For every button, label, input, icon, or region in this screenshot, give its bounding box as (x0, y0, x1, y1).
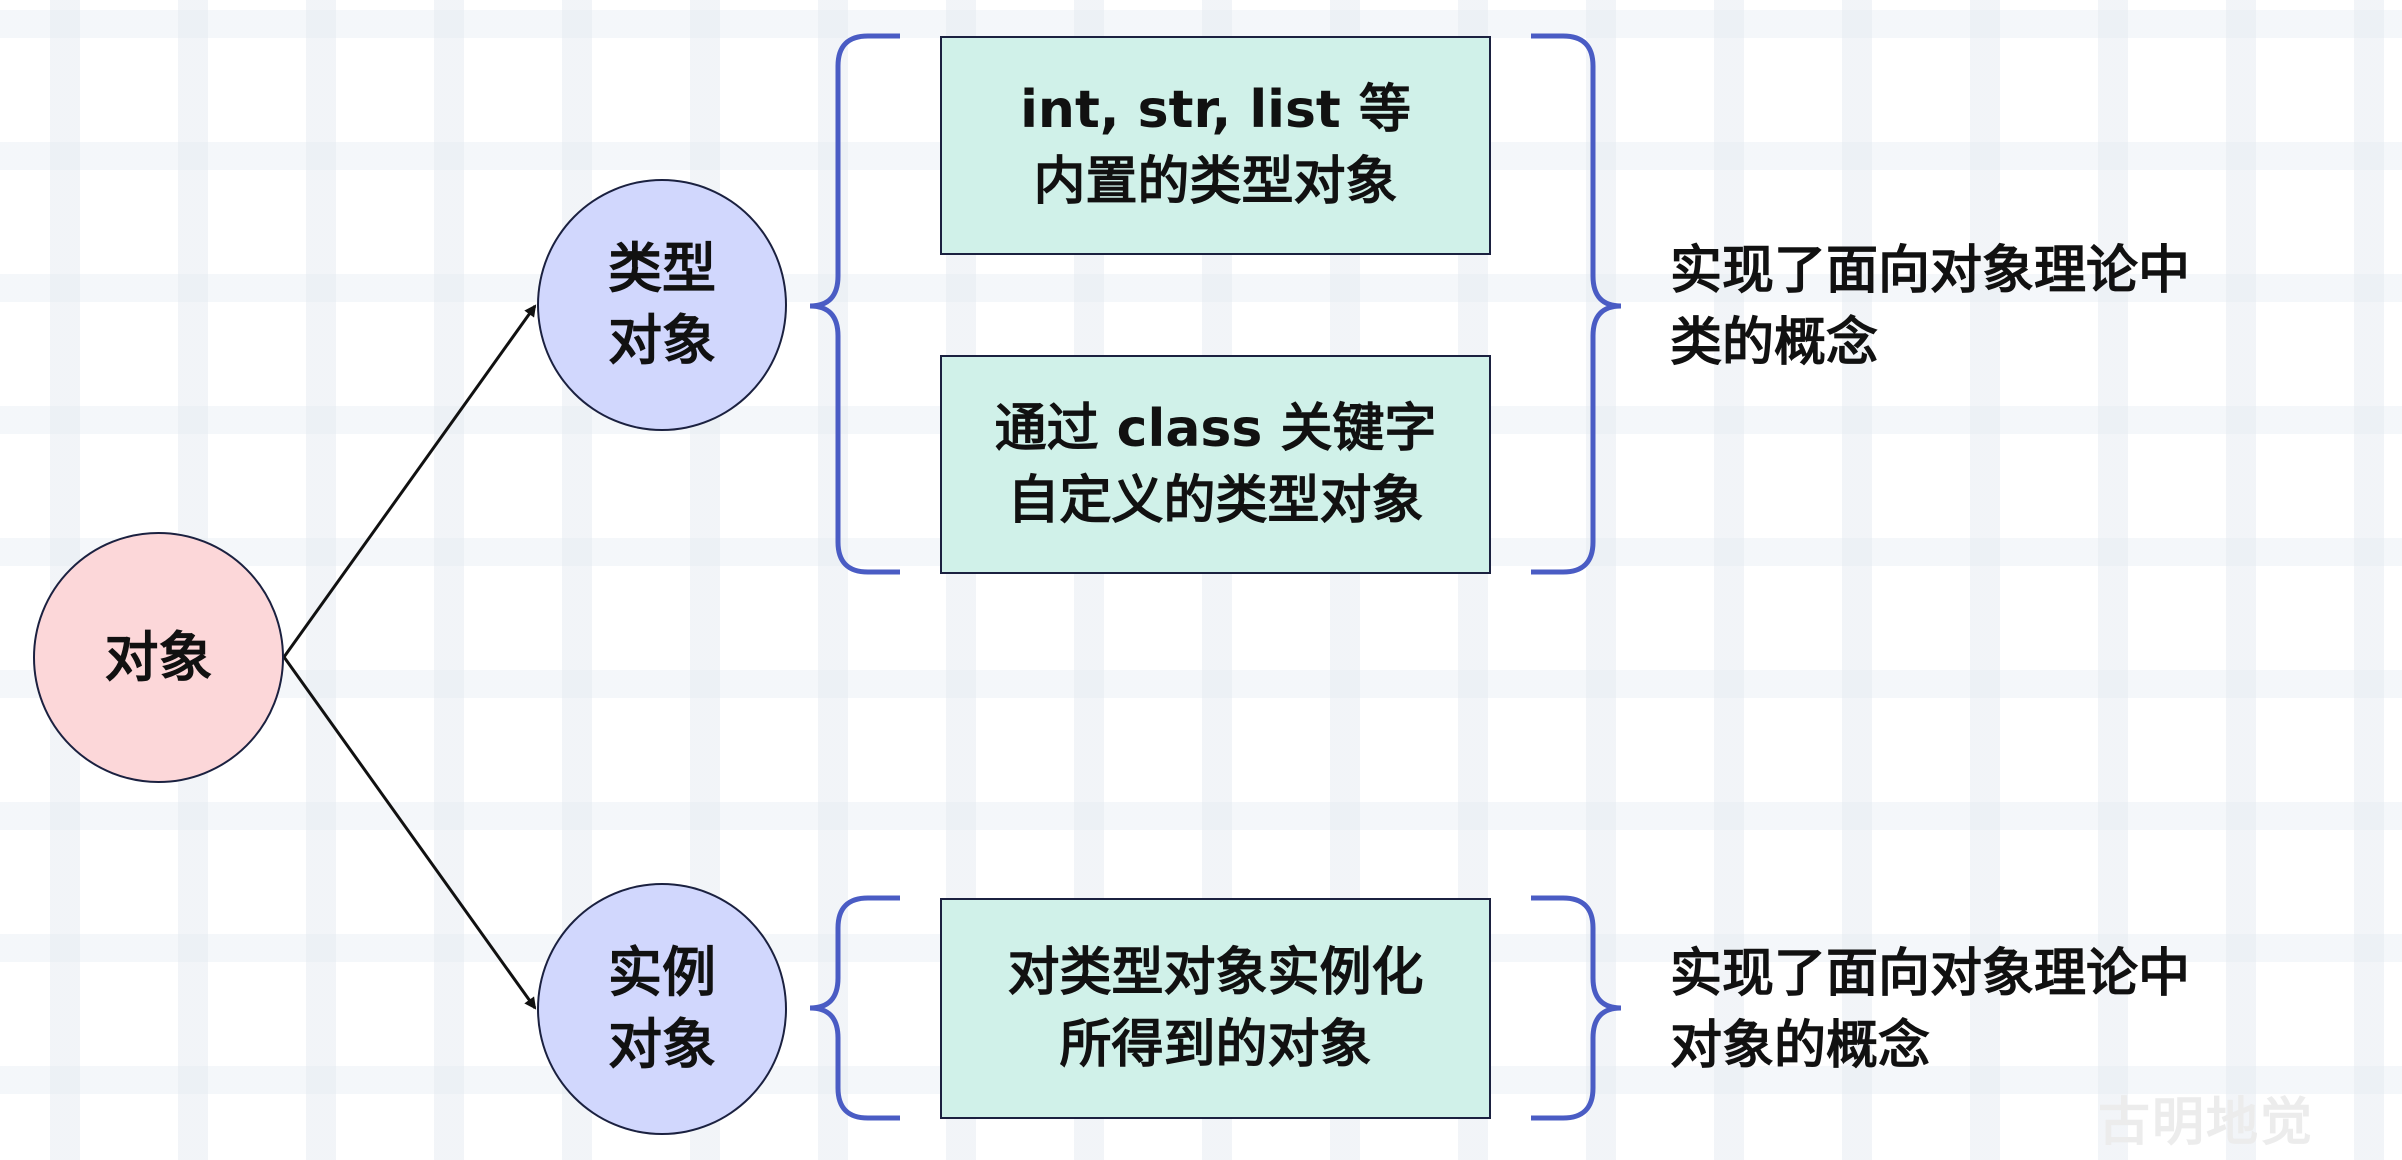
type-object-node: 类型 对象 (537, 179, 787, 431)
left-brace-instance (809, 895, 900, 1121)
right-brace-type (1531, 33, 1622, 575)
class-defined-types-box: 通过 class 关键字 自定义的类型对象 (940, 355, 1491, 574)
object-concept-note: 实现了面向对象理论中 对象的概念 (1670, 944, 2191, 1076)
instantiated-objects-box: 对类型对象实例化 所得到的对象 (940, 898, 1491, 1119)
instance-object-node: 实例 对象 (537, 883, 787, 1135)
class-concept-note: 实现了面向对象理论中 类的概念 (1670, 241, 2191, 373)
right-brace-instance (1531, 895, 1622, 1121)
arrow-object-to-instance (282, 656, 537, 1010)
watermark: 古明地觉 (2098, 1093, 2315, 1153)
left-brace-type (809, 33, 900, 575)
arrow-object-to-type (282, 304, 537, 658)
builtin-types-box: int, str, list 等 内置的类型对象 (940, 36, 1491, 255)
object-node: 对象 (33, 532, 284, 783)
